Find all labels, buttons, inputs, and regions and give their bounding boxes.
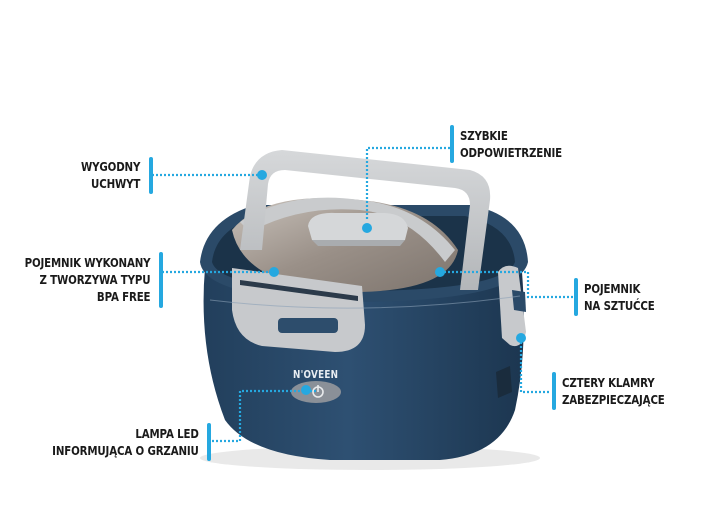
callout-vent: SZYBKIE ODPOWIETRZENIE: [460, 128, 562, 160]
power-socket: [496, 366, 512, 398]
material-dot: [269, 267, 279, 277]
clips-leader: [519, 338, 551, 394]
cutlery-callout-bar: [574, 278, 578, 316]
handle: [240, 150, 491, 290]
vent-button: [308, 212, 408, 240]
callout-handle: WYGODNY UCHWYT: [80, 159, 140, 191]
handle-dot: [257, 170, 267, 180]
callout-clips: CZTERY KLAMRY ZABEZPIECZAJĄCE: [562, 375, 665, 407]
led-dot: [301, 385, 311, 395]
vent-dot: [362, 223, 372, 233]
inner-lid: [240, 197, 455, 262]
led-leader: [210, 389, 316, 443]
cutlery-leader: [440, 270, 573, 299]
callout-led: LAMPA LED INFORMUJĄCA O GRZANIU: [52, 426, 199, 458]
handle-callout-bar: [149, 157, 153, 194]
brand-logo: N'OVEEN: [293, 368, 339, 381]
led-callout-bar: [207, 423, 211, 461]
side-latch: [498, 265, 526, 347]
callout-material: POJEMNIK WYKONANY Z TWORZYWA TYPU BPA FR…: [24, 255, 150, 304]
latch-slot: [278, 318, 338, 333]
material-callout-bar: [159, 252, 163, 308]
vent-callout-bar: [450, 125, 454, 163]
clips-dot: [516, 333, 526, 343]
clips-callout-bar: [552, 372, 556, 410]
callout-cutlery: POJEMNIK NA SZTUĆCE: [584, 281, 655, 313]
cutlery-dot: [435, 267, 445, 277]
